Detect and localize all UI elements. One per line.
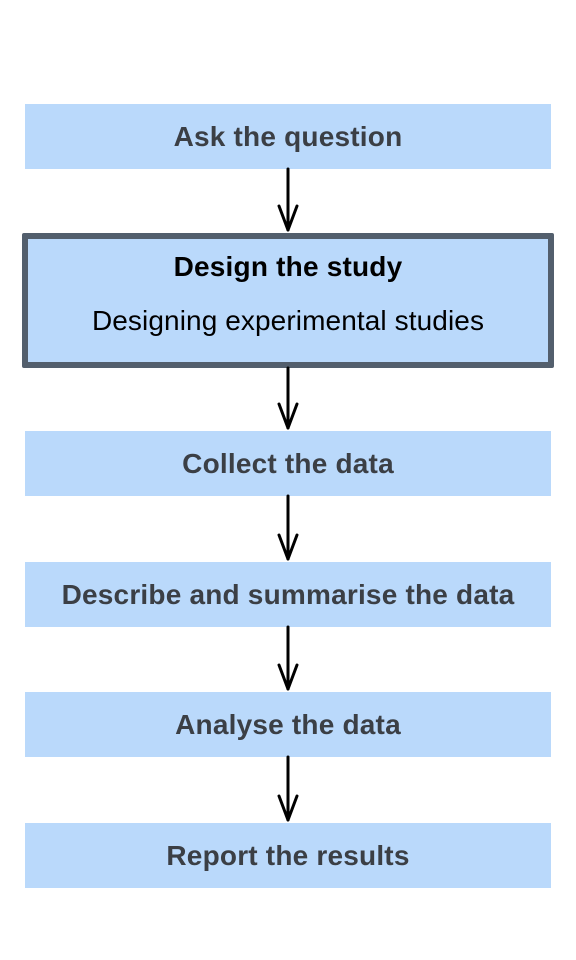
step-label: Analyse the data (175, 708, 401, 740)
step-label: Ask the question (173, 120, 403, 152)
step-describe-and-summarise[interactable]: Describe and summarise the data (25, 562, 551, 627)
step-collect-the-data[interactable]: Collect the data (25, 431, 551, 496)
step-sublabel: Designing experimental studies (91, 305, 485, 336)
arrow-down-icon (277, 755, 299, 822)
arrow-down-icon (277, 625, 299, 691)
step-label: Describe and summarise the data (61, 578, 515, 610)
step-analyse-the-data[interactable]: Analyse the data (25, 692, 551, 757)
arrow-down-icon (277, 366, 299, 430)
step-label: Design the study (173, 251, 403, 282)
step-label: Report the results (166, 839, 410, 871)
step-label: Collect the data (182, 447, 394, 479)
arrow-down-icon (277, 167, 299, 232)
arrow-down-icon (277, 494, 299, 561)
step-report-the-results[interactable]: Report the results (25, 823, 551, 888)
step-design-the-study-current[interactable]: Design the study Designing experimental … (22, 233, 554, 368)
step-ask-the-question[interactable]: Ask the question (25, 104, 551, 169)
